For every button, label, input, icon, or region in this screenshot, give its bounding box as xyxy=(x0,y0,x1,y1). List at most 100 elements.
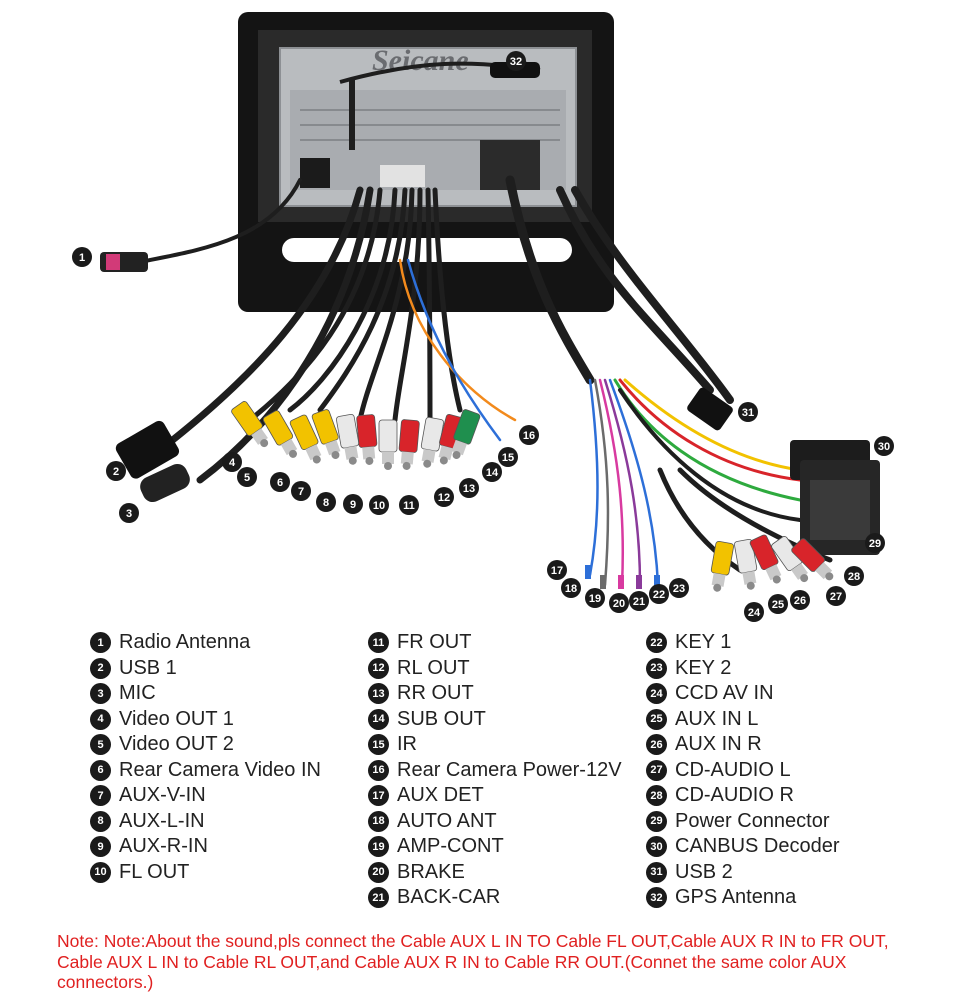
numbered-circle-icon: 3 xyxy=(119,503,139,523)
numbered-circle-icon: 24 xyxy=(646,683,667,705)
legend-label: Power Connector xyxy=(675,809,830,832)
numbered-circle-icon: 26 xyxy=(646,734,667,756)
svg-text:27: 27 xyxy=(830,591,842,603)
numbered-circle-icon: 16 xyxy=(519,425,539,445)
svg-text:17: 17 xyxy=(551,565,563,577)
svg-text:8: 8 xyxy=(323,497,329,509)
legend-label: CANBUS Decoder xyxy=(675,835,840,858)
legend-label: USB 2 xyxy=(675,860,733,883)
numbered-circle-icon: 20 xyxy=(368,861,389,883)
svg-text:6: 6 xyxy=(277,477,283,489)
numbered-circle-icon: 9 xyxy=(90,836,111,858)
numbered-circle-icon: 2 xyxy=(90,657,111,679)
legend-label: RL OUT xyxy=(397,656,470,679)
numbered-circle-icon: 13 xyxy=(459,478,479,498)
legend-label: SUB OUT xyxy=(397,707,486,730)
legend-label: BRAKE xyxy=(397,860,465,883)
svg-text:1: 1 xyxy=(79,252,85,264)
numbered-circle-icon: 2 xyxy=(106,461,126,481)
svg-text:24: 24 xyxy=(748,607,761,619)
legend-label: CD-AUDIO R xyxy=(675,784,794,807)
svg-text:23: 23 xyxy=(673,583,685,595)
numbered-circle-icon: 15 xyxy=(498,447,518,467)
numbered-circle-icon: 4 xyxy=(90,708,111,730)
numbered-circle-icon: 22 xyxy=(646,632,667,654)
numbered-circle-icon: 8 xyxy=(316,492,336,512)
svg-text:19: 19 xyxy=(589,593,601,605)
wire-pin xyxy=(636,575,642,589)
rca-plug xyxy=(262,410,298,458)
legend-label: RR OUT xyxy=(397,682,474,705)
svg-text:4: 4 xyxy=(229,457,236,469)
rca-plug xyxy=(289,414,322,464)
svg-text:21: 21 xyxy=(633,596,645,608)
svg-text:7: 7 xyxy=(298,486,304,498)
numbered-circle-icon: 17 xyxy=(547,560,567,580)
legend-item: 20 BRAKE xyxy=(368,860,622,886)
numbered-circle-icon: 10 xyxy=(369,495,389,515)
svg-text:11: 11 xyxy=(403,500,415,512)
legend-label: BACK-CAR xyxy=(397,886,501,909)
svg-text:5: 5 xyxy=(244,472,250,484)
numbered-circle-icon: 32 xyxy=(506,51,526,71)
legend-item: 31 USB 2 xyxy=(646,860,840,886)
legend-item: 13 RR OUT xyxy=(368,681,622,707)
numbered-circle-icon: 5 xyxy=(90,734,111,756)
numbered-circle-icon: 13 xyxy=(368,683,389,705)
rca-plug xyxy=(791,538,834,581)
numbered-circle-icon: 20 xyxy=(609,593,629,613)
sound-connection-note: Note: Note:About the sound,pls connect t… xyxy=(57,931,889,992)
numbered-circle-icon: 30 xyxy=(646,836,667,858)
legend-label: GPS Antenna xyxy=(675,886,797,909)
rca-plug xyxy=(451,409,481,460)
svg-text:29: 29 xyxy=(869,538,881,550)
svg-text:2: 2 xyxy=(113,466,119,478)
legend-label: AUX-L-IN xyxy=(119,809,205,832)
rca-plug xyxy=(398,419,420,470)
numbered-circle-icon: 25 xyxy=(646,708,667,730)
numbered-circle-icon: 14 xyxy=(482,462,502,482)
svg-text:18: 18 xyxy=(565,583,577,595)
wire-pins xyxy=(585,565,660,589)
numbered-circle-icon: 17 xyxy=(368,785,389,807)
numbered-circle-icon: 7 xyxy=(291,481,311,501)
svg-text:28: 28 xyxy=(848,571,860,583)
rca-plug xyxy=(356,414,378,465)
svg-text:20: 20 xyxy=(613,598,625,610)
numbered-circle-icon: 30 xyxy=(874,436,894,456)
numbered-circle-icon: 23 xyxy=(669,578,689,598)
numbered-circle-icon: 32 xyxy=(646,887,667,909)
numbered-circle-icon: 31 xyxy=(646,861,667,883)
numbered-circle-icon: 28 xyxy=(844,566,864,586)
svg-text:10: 10 xyxy=(373,500,385,512)
legend-label: FL OUT xyxy=(119,860,190,883)
numbered-circle-icon: 16 xyxy=(368,759,389,781)
numbered-circle-icon: 27 xyxy=(646,759,667,781)
numbered-circle-icon: 14 xyxy=(368,708,389,730)
numbered-circle-icon: 22 xyxy=(649,584,669,604)
legend-label: AUX DET xyxy=(397,784,484,807)
legend-label: AUX-R-IN xyxy=(119,835,208,858)
numbered-circle-icon: 19 xyxy=(368,836,389,858)
legend-label: AUX IN L xyxy=(675,707,759,730)
wire-pin xyxy=(618,575,624,589)
legend-label: USB 1 xyxy=(119,656,177,679)
numbered-circle-icon: 18 xyxy=(561,578,581,598)
legend-label: Radio Antenna xyxy=(119,631,251,654)
legend-label: AUTO ANT xyxy=(397,809,497,832)
rca-plug xyxy=(378,419,398,470)
numbered-circle-icon: 21 xyxy=(629,591,649,611)
svg-text:32: 32 xyxy=(510,56,522,68)
rca-plug xyxy=(231,401,269,448)
